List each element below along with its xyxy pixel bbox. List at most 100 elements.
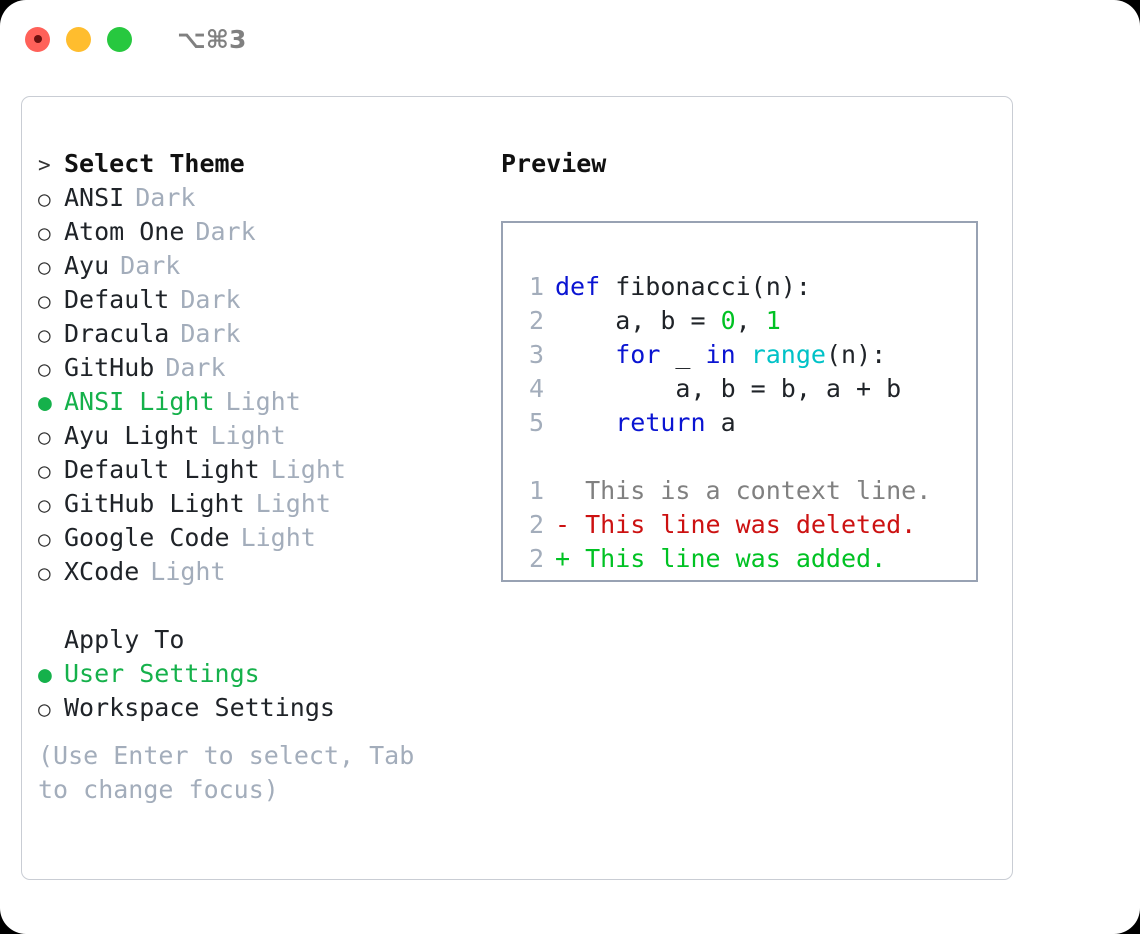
apply-to-heading: Apply To — [64, 625, 185, 654]
theme-option[interactable]: ● ANSI Light Light — [38, 385, 498, 419]
radio-unselected-icon: ○ — [38, 357, 51, 381]
select-theme-title: Select Theme — [64, 149, 245, 178]
code-token: fibonacci(n): — [600, 272, 811, 301]
theme-variant-tag: Dark — [180, 285, 241, 314]
theme-variant-tag: Light — [150, 557, 226, 586]
code-token: - This line was deleted. — [555, 510, 917, 539]
radio-unselected-icon: ○ — [38, 493, 51, 517]
theme-option-name: Google Code — [64, 523, 230, 552]
apply-to-list: ● User Settings ○Workspace Settings — [38, 657, 498, 725]
code-token: def — [555, 272, 601, 301]
code-line — [522, 440, 931, 474]
radio-unselected-icon: ○ — [38, 459, 51, 483]
radio-unselected-icon: ○ — [38, 289, 51, 313]
code-token: a, b = b, a + b — [555, 374, 902, 403]
code-line: 2 - This line was deleted. — [522, 508, 931, 542]
preview-title: Preview — [501, 149, 607, 178]
close-window-button[interactable] — [25, 26, 50, 52]
theme-variant-tag: Light — [210, 421, 286, 450]
line-number: 4 — [528, 374, 544, 403]
radio-selected-icon: ● — [38, 390, 52, 416]
theme-variant-tag: Dark — [135, 183, 196, 212]
code-token: for — [615, 340, 661, 369]
code-token — [555, 408, 615, 437]
theme-option-name: XCode — [64, 557, 140, 586]
theme-variant-tag: Dark — [165, 353, 226, 382]
code-token — [736, 340, 751, 369]
code-line: 4 a, b = b, a + b — [522, 372, 931, 406]
code-token: in — [705, 340, 736, 369]
heading-caret-icon: > — [38, 153, 51, 177]
code-token: 1 — [765, 306, 781, 335]
theme-option[interactable]: ○ Google Code Light — [38, 521, 498, 555]
theme-variant-tag: Light — [240, 523, 316, 552]
code-token: , — [735, 306, 766, 335]
radio-unselected-icon: ○ — [38, 425, 51, 449]
theme-option[interactable]: ○ Ayu Light Light — [38, 419, 498, 453]
maximize-window-button[interactable] — [107, 26, 132, 52]
keyboard-hint-text: (Use Enter to select, Tab to change focu… — [38, 741, 430, 804]
line-number: 1 — [528, 272, 544, 301]
theme-option[interactable]: ○ XCode Light — [38, 555, 498, 589]
select-theme-heading: > Select Theme — [38, 147, 498, 181]
code-token: a, b = — [555, 306, 721, 335]
apply-to-option[interactable]: ● User Settings — [38, 657, 498, 691]
minimize-window-button[interactable] — [66, 26, 91, 52]
theme-variant-tag: Light — [255, 489, 331, 518]
theme-variant-tag: Light — [225, 387, 301, 416]
theme-option[interactable]: ○ GitHub Dark — [38, 351, 498, 385]
window-titlebar: ⌥⌘3 — [0, 0, 1140, 78]
theme-variant-tag: Dark — [120, 251, 181, 280]
code-token: (n): — [825, 340, 887, 369]
line-number: 2 — [528, 544, 544, 573]
theme-option-name: Atom One — [64, 217, 185, 246]
theme-option[interactable]: ○ Default Dark — [38, 283, 498, 317]
theme-option-name: Ayu — [64, 251, 110, 280]
code-token: range — [750, 340, 826, 369]
theme-option-name: GitHub — [64, 353, 155, 382]
theme-option-name: Default — [64, 285, 170, 314]
code-line: 1 This is a context line. — [522, 474, 931, 508]
line-number: 3 — [528, 340, 544, 369]
radio-unselected-icon: ○ — [38, 187, 51, 211]
theme-option[interactable]: ○ Ayu Dark — [38, 249, 498, 283]
radio-unselected-icon: ○ — [38, 221, 51, 245]
radio-unselected-icon: ○ — [38, 561, 51, 585]
theme-option[interactable]: ○ GitHub Light Light — [38, 487, 498, 521]
radio-selected-icon: ● — [38, 662, 52, 688]
radio-unselected-icon: ○ — [38, 255, 51, 279]
code-token: 0 — [720, 306, 736, 335]
theme-option-name: Default Light — [64, 455, 260, 484]
code-line: 5 return a — [522, 406, 931, 440]
theme-option-name: ANSI Light — [64, 387, 215, 416]
theme-option-name: Ayu Light — [64, 421, 200, 450]
theme-option[interactable]: ○ Default Light Light — [38, 453, 498, 487]
code-token: This is a context line. — [555, 476, 932, 505]
radio-unselected-icon: ○ — [38, 527, 51, 551]
apply-to-option-label: User Settings — [64, 659, 260, 688]
keyboard-shortcut-label: ⌥⌘3 — [177, 24, 247, 54]
code-token: a — [705, 408, 736, 437]
code-token — [555, 340, 615, 369]
theme-option-name: GitHub Light — [64, 489, 245, 518]
code-line: 2 + This line was added. — [522, 542, 931, 576]
theme-variant-tag: Light — [270, 455, 346, 484]
apply-to-option[interactable]: ○Workspace Settings — [38, 691, 498, 725]
apply-to-option-label: Workspace Settings — [64, 693, 335, 722]
code-token: + This line was added. — [555, 544, 887, 573]
line-number: 5 — [528, 408, 544, 437]
radio-unselected-icon: ○ — [38, 323, 51, 347]
line-number: 2 — [528, 510, 544, 539]
theme-variant-tag: Dark — [180, 319, 241, 348]
code-line: 2 a, b = 0, 1 — [522, 304, 931, 338]
section-spacer — [38, 589, 498, 623]
code-line: 3 for _ in range(n): — [522, 338, 931, 372]
